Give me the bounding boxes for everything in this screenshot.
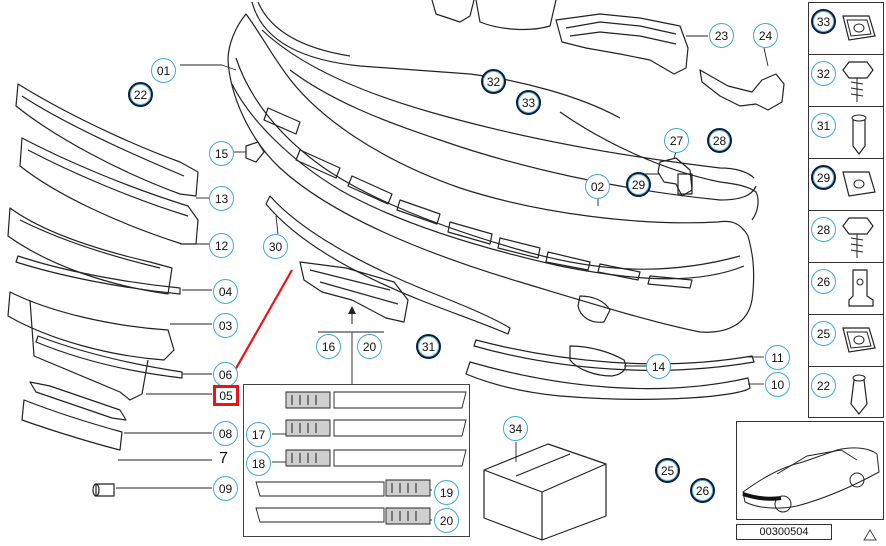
clip-nut-small-icon xyxy=(842,171,876,197)
callout-09[interactable]: 09 xyxy=(213,476,238,501)
vehicle-thumbnail xyxy=(736,421,884,520)
side-item-29[interactable]: 29 xyxy=(809,159,883,211)
callout-01[interactable]: 01 xyxy=(151,58,176,83)
callout-17[interactable]: 17 xyxy=(246,422,271,447)
callout-26[interactable]: 26 xyxy=(690,478,715,503)
callout-29[interactable]: 29 xyxy=(626,172,651,197)
fastener-side-panel: 33 32 31 29 xyxy=(808,2,884,418)
callout-14[interactable]: 14 xyxy=(646,354,671,379)
side-callout-26: 26 xyxy=(811,269,836,294)
side-callout-28: 28 xyxy=(811,217,836,242)
callout-24[interactable]: 24 xyxy=(753,23,778,48)
trim-inset-box xyxy=(243,384,470,537)
callout-11[interactable]: 11 xyxy=(765,345,790,370)
callout-02[interactable]: 02 xyxy=(585,174,610,199)
callout-25[interactable]: 25 xyxy=(655,458,680,483)
callout-08[interactable]: 08 xyxy=(213,421,238,446)
callout-30[interactable]: 30 xyxy=(263,234,288,259)
clip-nut-icon xyxy=(842,327,876,353)
callout-12[interactable]: 12 xyxy=(209,233,234,258)
callout-16[interactable]: 16 xyxy=(316,334,341,359)
callout-33[interactable]: 33 xyxy=(516,90,541,115)
diagram-id-label: 00300504 xyxy=(736,524,832,540)
side-item-28[interactable]: 28 xyxy=(809,211,883,263)
side-callout-32: 32 xyxy=(811,61,836,86)
side-item-31[interactable]: 31 xyxy=(809,107,883,159)
callout-32[interactable]: 32 xyxy=(481,69,506,94)
selection-pointer-line xyxy=(226,270,292,386)
triangle-icon xyxy=(863,529,877,541)
callout-22[interactable]: 22 xyxy=(128,82,153,107)
side-callout-29: 29 xyxy=(811,165,836,190)
bracket-icon xyxy=(848,269,874,307)
side-item-32[interactable]: 32 xyxy=(809,55,883,107)
callout-18[interactable]: 18 xyxy=(246,451,271,476)
callout-04[interactable]: 04 xyxy=(213,279,238,304)
callout-34[interactable]: 34 xyxy=(503,416,528,441)
car-outline-icon xyxy=(742,447,880,513)
clip-nut-icon xyxy=(842,15,876,41)
callout-27[interactable]: 27 xyxy=(664,128,689,153)
callout-13[interactable]: 13 xyxy=(209,186,234,211)
callout-19[interactable]: 19 xyxy=(434,480,459,505)
side-callout-25: 25 xyxy=(811,321,836,346)
push-clip-icon xyxy=(851,114,867,155)
expanding-rivet-icon xyxy=(850,374,868,415)
callout-28[interactable]: 28 xyxy=(707,128,732,153)
side-callout-22: 22 xyxy=(811,373,836,398)
callout-15[interactable]: 15 xyxy=(209,141,234,166)
side-callout-33: 33 xyxy=(811,9,836,34)
callout-20-bottom[interactable]: 20 xyxy=(434,508,459,533)
side-item-33[interactable]: 33 xyxy=(809,3,883,55)
callout-10[interactable]: 10 xyxy=(765,372,790,397)
side-item-22[interactable]: 22 xyxy=(809,367,883,419)
callout-05-selected[interactable]: 05 xyxy=(213,385,239,406)
side-callout-31: 31 xyxy=(811,113,836,138)
hex-bolt-icon xyxy=(842,61,874,102)
callout-7[interactable]: 7 xyxy=(219,450,228,467)
side-item-26[interactable]: 26 xyxy=(809,263,883,315)
callout-06[interactable]: 06 xyxy=(213,362,238,387)
callout-03[interactable]: 03 xyxy=(213,313,238,338)
hex-bolt-icon xyxy=(842,217,874,258)
side-item-25[interactable]: 25 xyxy=(809,315,883,367)
callout-23[interactable]: 23 xyxy=(709,23,734,48)
callout-20-top[interactable]: 20 xyxy=(357,334,382,359)
callout-31[interactable]: 31 xyxy=(416,334,441,359)
